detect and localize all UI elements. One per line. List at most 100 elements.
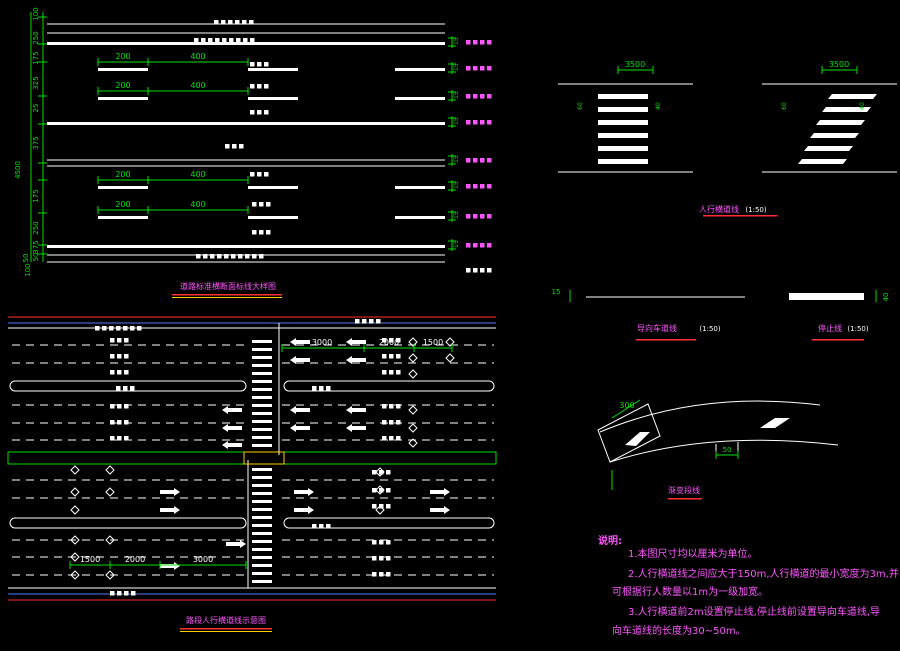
marking-note [487,94,492,99]
marking-note [473,66,478,71]
lane-label [236,38,241,43]
direction-arrow [222,441,242,449]
crosswalk-stripe [252,556,272,559]
marking-note [466,94,471,99]
lane-label [376,319,381,324]
lane-label [228,20,233,25]
lane-label [110,338,115,343]
solid-boundary-line [47,42,445,45]
lane-label [259,202,264,207]
dimension-label: 15 [453,117,460,125]
dimension-label: 15 [453,240,460,248]
lane-label [355,319,360,324]
direction-arrow [294,506,314,514]
dimension-label: 3000 [193,555,213,564]
diamond-marking [70,570,80,580]
diamond-marking [445,337,455,347]
lane-label [312,524,317,529]
dimension-label: 1500 [80,555,100,564]
lane-label [250,172,255,177]
dimension-label: 50 [32,253,40,262]
crosswalk-stripe [252,476,272,479]
lane-label [102,326,107,331]
marking-note [473,268,478,273]
lane-label [131,591,136,596]
lane-label [252,254,257,259]
dimension-label: 325 [32,76,40,89]
lane-label [372,540,377,545]
diamond-marking [408,438,418,448]
lane-label [372,470,377,475]
crosswalk-stripe [598,133,648,138]
lane-label [124,420,129,425]
lane-label [110,420,115,425]
lane-dash [248,186,298,189]
lane-label [319,524,324,529]
marking-note [487,184,492,189]
diamond-marking [70,552,80,562]
dimension-label: 100 [24,263,32,276]
stop-line [789,293,864,300]
marking-note [473,94,478,99]
lane-dash [395,97,445,100]
direction-arrow [290,338,310,346]
lane-dash [248,97,298,100]
diamond-marking [70,505,80,515]
crosswalk-stripe [252,388,272,391]
lane-label [95,326,100,331]
dimension-label: 15 [453,211,460,219]
title-underline [636,339,696,341]
lane-label [257,62,262,67]
crosswalk-stripe [252,444,272,447]
lane-label [382,370,387,375]
lane-label [250,84,255,89]
marking-note [473,120,478,125]
title-underline [812,339,864,341]
dimension-label: 15 [453,37,460,45]
marking-note [480,268,485,273]
curve-title: 渐变段线 [668,485,700,495]
dimension-label: 400 [190,81,205,90]
curve-outer [599,400,821,433]
marking-note [487,40,492,45]
lane-label [137,326,142,331]
dimension-label: 400 [190,52,205,61]
dimension-label: 4500 [14,161,22,179]
dimension-label: 200 [115,81,130,90]
diamond-marking [105,465,115,475]
marking-note [487,158,492,163]
crosswalk-title: 人行横道线 [699,204,739,214]
lane-label [264,172,269,177]
lane-label [379,540,384,545]
crosswalk-stripe [252,356,272,359]
lane-label [225,144,230,149]
notes-line-4: 3.人行横道前2m设置停止线,停止线前设置导向车道线,导 [628,607,881,618]
lane-label [117,370,122,375]
marking-note [466,120,471,125]
diamond-marking [70,465,80,475]
curve-arrow [625,432,650,446]
lane-label [110,370,115,375]
dimension-label: 60 [781,102,788,110]
guide-title: 导向车道线 [637,323,677,333]
dimension-label: 175 [32,189,40,202]
lane-label [396,354,401,359]
lane-label [203,254,208,259]
crosswalk-stripe [252,492,272,495]
lane-label [259,254,264,259]
dimension-label: 375 [32,136,40,149]
dimension-label: 3500 [625,60,645,69]
diamond-marking [70,487,80,497]
direction-arrow [160,488,180,496]
dimension-label: 50 [723,446,732,454]
lane-label [229,38,234,43]
lane-label [215,38,220,43]
lane-label [389,354,394,359]
lane-label [386,556,391,561]
crosswalk-stripe [252,396,272,399]
lane-label [124,436,129,441]
diamond-marking [70,535,80,545]
lane-label [250,110,255,115]
dimension-label: 15 [453,91,460,99]
lane-label [326,524,331,529]
